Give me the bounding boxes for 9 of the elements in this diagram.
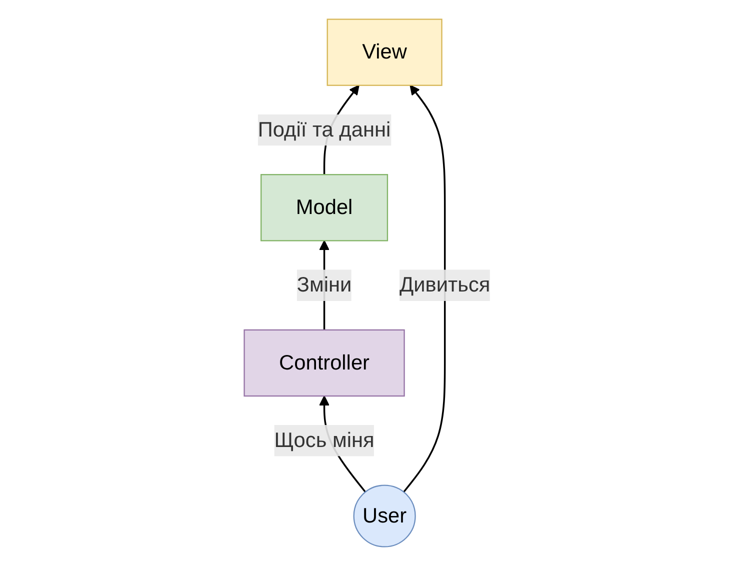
node-circle: User [353, 484, 416, 548]
edge-label: Зміни [296, 273, 352, 296]
edge-label: Події та данні [258, 118, 390, 141]
edge-label: Дивиться [399, 273, 490, 296]
arrow [402, 84, 446, 493]
edge-label: Щось міня [274, 428, 374, 452]
node-box: Controller [243, 329, 405, 397]
node-box: Model [260, 174, 388, 242]
node-box: View [326, 18, 442, 86]
